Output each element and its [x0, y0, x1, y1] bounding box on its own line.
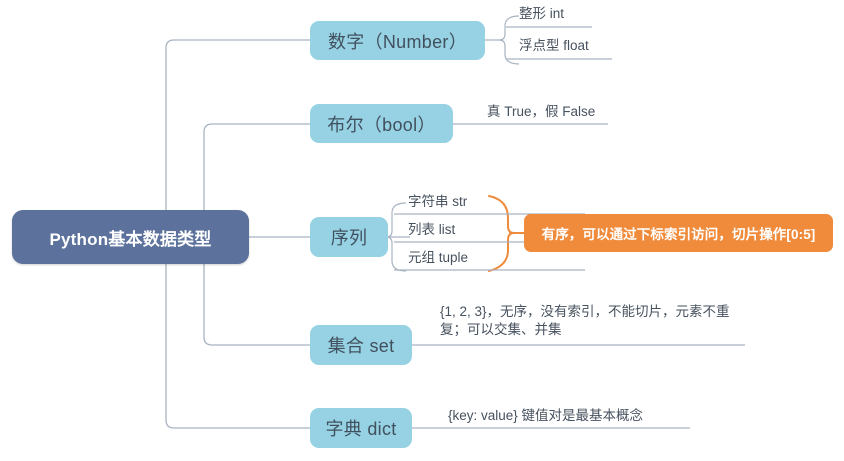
branch-node-bool-label: 布尔（bool）: [327, 114, 436, 135]
branch-node-sequence-label: 序列: [330, 228, 368, 248]
branch-node-bool[interactable]: 布尔（bool）: [310, 104, 453, 143]
branch-node-number-label: 数字（Number）: [327, 31, 468, 52]
branch-node-set-label: 集合 set: [327, 336, 395, 356]
leaf-set-note: {1, 2, 3}，无序，没有索引，不能切片，元素不重复；可以交集、并集: [440, 304, 730, 337]
wire-trunk-outer-up: [165, 39, 310, 237]
wire-trunk-outer-down: [165, 237, 310, 429]
leaf-float: 浮点型 float: [519, 38, 589, 53]
leaf-tuple: 元组 tuple: [408, 250, 469, 265]
branch-node-dict[interactable]: 字典 dict: [310, 408, 412, 448]
leaf-list: 列表 list: [408, 222, 456, 237]
bracket-sequence-accent: [488, 195, 515, 272]
branch-node-set[interactable]: 集合 set: [310, 325, 412, 365]
leaf-bool-values: 真 True，假 False: [487, 104, 596, 119]
branch-node-sequence[interactable]: 序列: [310, 217, 388, 257]
branch-node-dict-label: 字典 dict: [325, 419, 397, 439]
root-node[interactable]: Python基本数据类型: [12, 210, 249, 264]
callout-sequence[interactable]: 有序，可以通过下标索引访问，切片操作[0:5]: [524, 214, 833, 252]
leaf-dict-note: {key: value} 键值对是最基本概念: [448, 408, 644, 423]
leaf-str: 字符串 str: [408, 194, 468, 209]
root-node-label: Python基本数据类型: [49, 229, 212, 249]
branch-node-number[interactable]: 数字（Number）: [310, 21, 485, 60]
bracket-number: [498, 15, 520, 65]
callout-sequence-label: 有序，可以通过下标索引访问，切片操作[0:5]: [541, 227, 816, 242]
leaf-int: 整形 int: [519, 6, 565, 21]
bracket-sequence: [385, 202, 407, 272]
